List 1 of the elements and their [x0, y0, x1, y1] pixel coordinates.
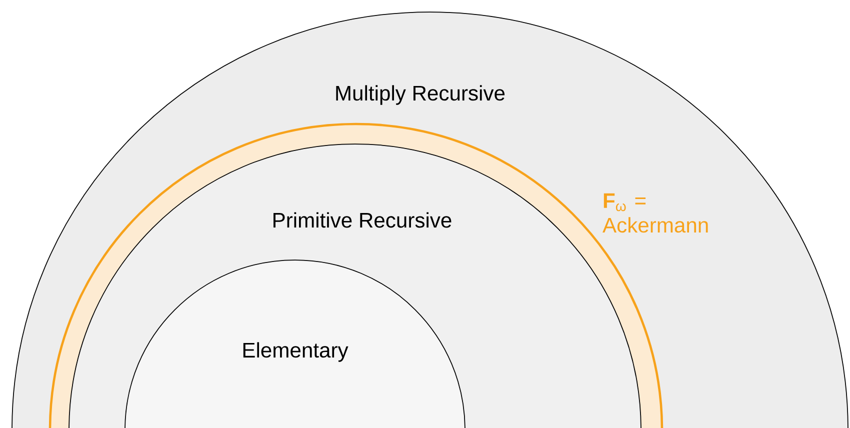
node-label: Primitive Recursive	[274, 212, 452, 228]
